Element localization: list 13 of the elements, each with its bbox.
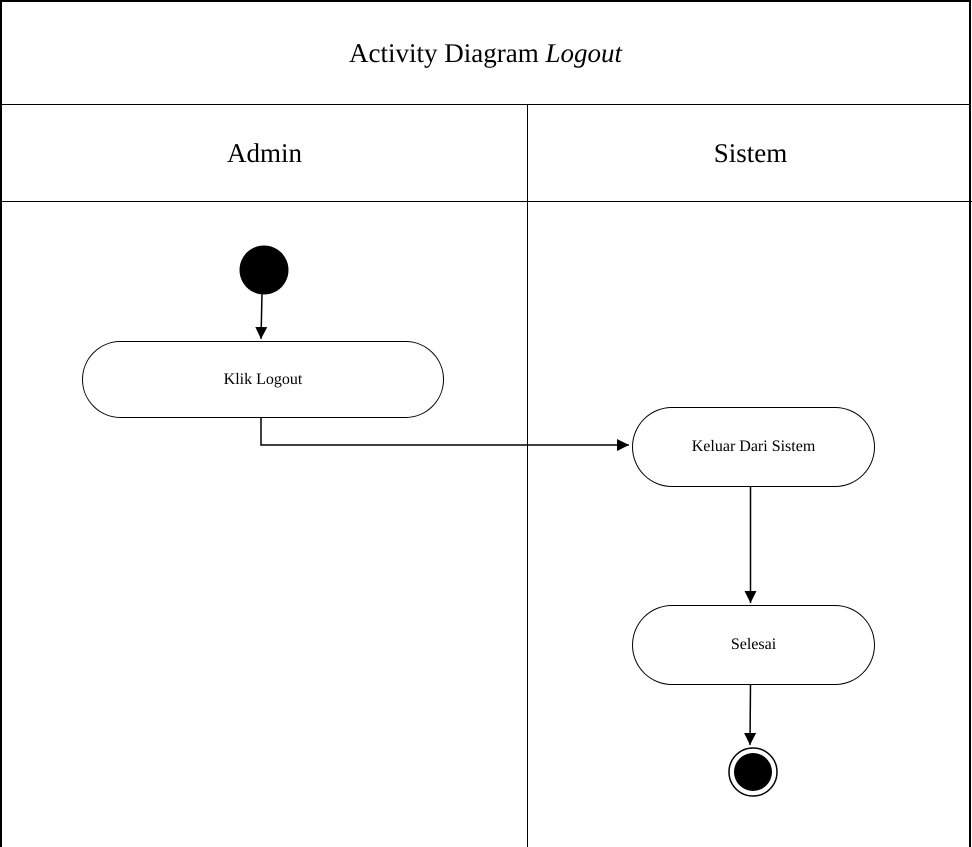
- final-state-circle: [728, 747, 778, 797]
- lane-title: Sistem: [714, 138, 788, 168]
- arrow: [260, 416, 629, 451]
- action-node: Keluar Dari Sistem: [632, 407, 875, 487]
- frame-heading: Activity Diagram Logout: [349, 38, 622, 68]
- arrow: [744, 683, 756, 745]
- arrow: [255, 292, 268, 340]
- swimlane: [527, 105, 972, 847]
- lane-title: Admin: [226, 138, 302, 168]
- arrow: [744, 485, 756, 603]
- initial-state-circle: [239, 245, 289, 295]
- action-node: Klik Logout: [82, 341, 444, 418]
- action-node: Selesai: [632, 605, 875, 685]
